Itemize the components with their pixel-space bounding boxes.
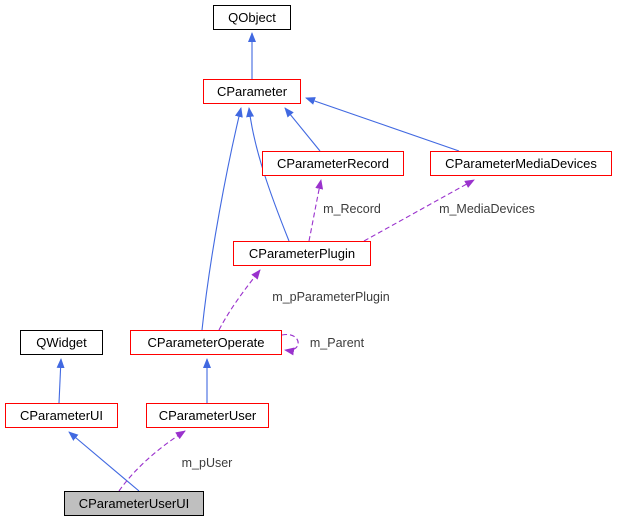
edge-label-m-puser: m_pUser (182, 456, 233, 470)
class-node-label: CParameterUI (19, 408, 104, 423)
inheritance-edge-cparameterrecord-to-cparameter (284, 107, 321, 152)
usage-edge-m-puser (118, 430, 186, 492)
edge-label-m-mediadevices: m_MediaDevices (439, 202, 535, 216)
class-node-cparameterrecord[interactable]: CParameterRecord (262, 151, 404, 176)
class-node-label: CParameterMediaDevices (445, 156, 597, 171)
class-node-cparameteruser[interactable]: CParameterUser (146, 403, 269, 428)
class-node-cparameterplugin[interactable]: CParameterPlugin (233, 241, 371, 266)
class-node-cparameterui[interactable]: CParameterUI (5, 403, 118, 428)
edge-label-m-parent: m_Parent (310, 336, 365, 350)
class-node-cparameteroperate[interactable]: CParameterOperate (130, 330, 282, 355)
class-node-cparameter[interactable]: CParameter (203, 79, 301, 104)
class-node-label: QObject (228, 10, 276, 25)
usage-edge-m-record (308, 179, 324, 242)
class-node-label: CParameterUser (158, 408, 257, 423)
class-node-label: CParameter (216, 84, 288, 99)
class-node-label: CParameterPlugin (248, 246, 356, 261)
inheritance-edge-cparameterui-to-qwidget (56, 358, 65, 404)
inheritance-edge-cparameteruserui-to-cparameterui (68, 431, 140, 492)
usage-edge-m-parent-self-loop (281, 334, 299, 356)
edge-label-m-record: m_Record (323, 202, 381, 216)
class-node-label: CParameterRecord (277, 156, 389, 171)
class-node-label: CParameterOperate (147, 335, 265, 350)
inheritance-edge-cparameteroperate-to-cparameter (201, 107, 243, 331)
class-node-label: QWidget (36, 335, 87, 350)
class-node-label: CParameterUserUI (78, 496, 190, 511)
class-node-cparametermediadevices[interactable]: CParameterMediaDevices (430, 151, 612, 176)
usage-edge-m-mediadevices (363, 179, 475, 242)
class-node-cparameteruserui-focus: CParameterUserUI (64, 491, 204, 516)
inheritance-edge-cparametermediadevices-to-cparameter (305, 97, 460, 152)
class-node-qobject[interactable]: QObject (213, 5, 291, 30)
class-node-qwidget[interactable]: QWidget (20, 330, 103, 355)
usage-edge-m-pparameterplugin (218, 269, 261, 331)
edge-label-m-pparameterplugin: m_pParameterPlugin (272, 290, 389, 304)
